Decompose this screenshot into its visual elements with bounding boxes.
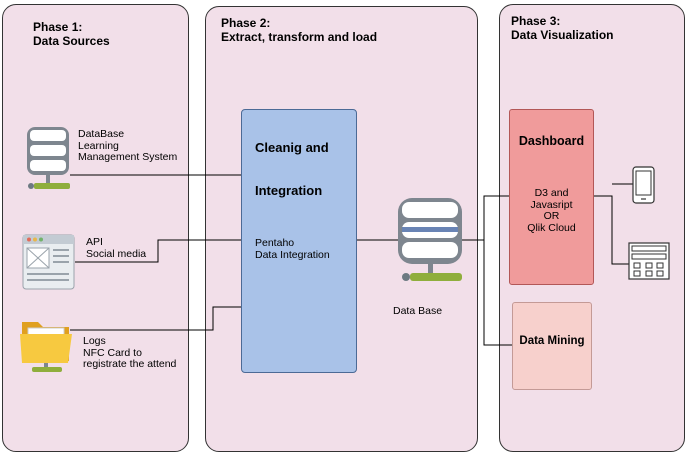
api-to-etl-line <box>75 239 242 263</box>
dashboard-tool-line-2: Javasript <box>530 198 573 211</box>
source-api-label: API Social media <box>86 236 147 260</box>
mobile-device-icon <box>632 166 655 204</box>
etl-tool-line-1: Pentaho <box>255 237 295 249</box>
database-icon <box>398 198 462 281</box>
source-logs-line-3: registrate the attend <box>83 358 177 370</box>
dashboard-tool-line-1: D3 and <box>534 187 569 199</box>
logs-to-etl-line <box>70 306 242 331</box>
phase-1-label: Phase 1: <box>33 20 83 34</box>
folder-icon <box>20 322 72 372</box>
warehouse-to-dashboard-line <box>462 195 510 241</box>
etl-title-line-2: Integration <box>255 183 323 198</box>
source-logs-line-1: Logs <box>83 335 106 347</box>
phase-2-name: Extract, transform and load <box>221 30 378 44</box>
warehouse-label: Data Base <box>393 305 443 317</box>
phase-3-name: Data Visualization <box>511 28 614 42</box>
desktop-screen-icon <box>628 242 670 280</box>
phase-3-label: Phase 3: <box>511 14 561 28</box>
dashboard-tools: D3 and Javasript OR Qlik Cloud <box>510 187 593 234</box>
source-logs-label: Logs NFC Card to registrate the attend <box>83 335 177 371</box>
dashboard-tool-line-4: Qlik Cloud <box>527 221 576 234</box>
dashboard-title: Dashboard <box>518 134 585 148</box>
source-api-line-2: Social media <box>86 247 147 260</box>
warehouse-to-mining-line <box>483 240 512 346</box>
source-db-line-1: DataBase <box>78 128 125 140</box>
etl-tool-line-2: Data Integration <box>255 249 330 261</box>
etl-title-line-1: Cleanig and <box>255 140 329 155</box>
dashboard-to-devices-line <box>594 195 629 265</box>
data-mining-title: Data Mining <box>519 335 585 347</box>
source-db-line-3: Management System <box>78 151 178 163</box>
data-mining-box: Data Mining <box>512 302 592 390</box>
phase-1-title: Phase 1: Data Sources <box>33 20 110 48</box>
phase-3-title: Phase 3: Data Visualization <box>511 14 613 42</box>
phase-2-label: Phase 2: <box>221 16 271 30</box>
database-icon <box>27 127 70 189</box>
dashboard-box: Dashboard D3 and Javasript OR Qlik Cloud <box>509 109 594 285</box>
source-logs-line-2: NFC Card to <box>83 346 142 359</box>
phase-1-panel <box>2 4 189 452</box>
etl-box: Cleanig and Integration Pentaho Data Int… <box>241 109 357 373</box>
source-api-line-1: API <box>86 236 103 248</box>
dashboard-tool-line-3: OR <box>543 210 560 222</box>
phase-1-name: Data Sources <box>33 34 110 48</box>
source-db-line-2: Learning <box>78 139 119 152</box>
phase-2-title: Phase 2: Extract, transform and load <box>221 16 377 44</box>
source-db-label: DataBase Learning Management System <box>78 128 178 164</box>
webpage-icon <box>22 234 75 290</box>
